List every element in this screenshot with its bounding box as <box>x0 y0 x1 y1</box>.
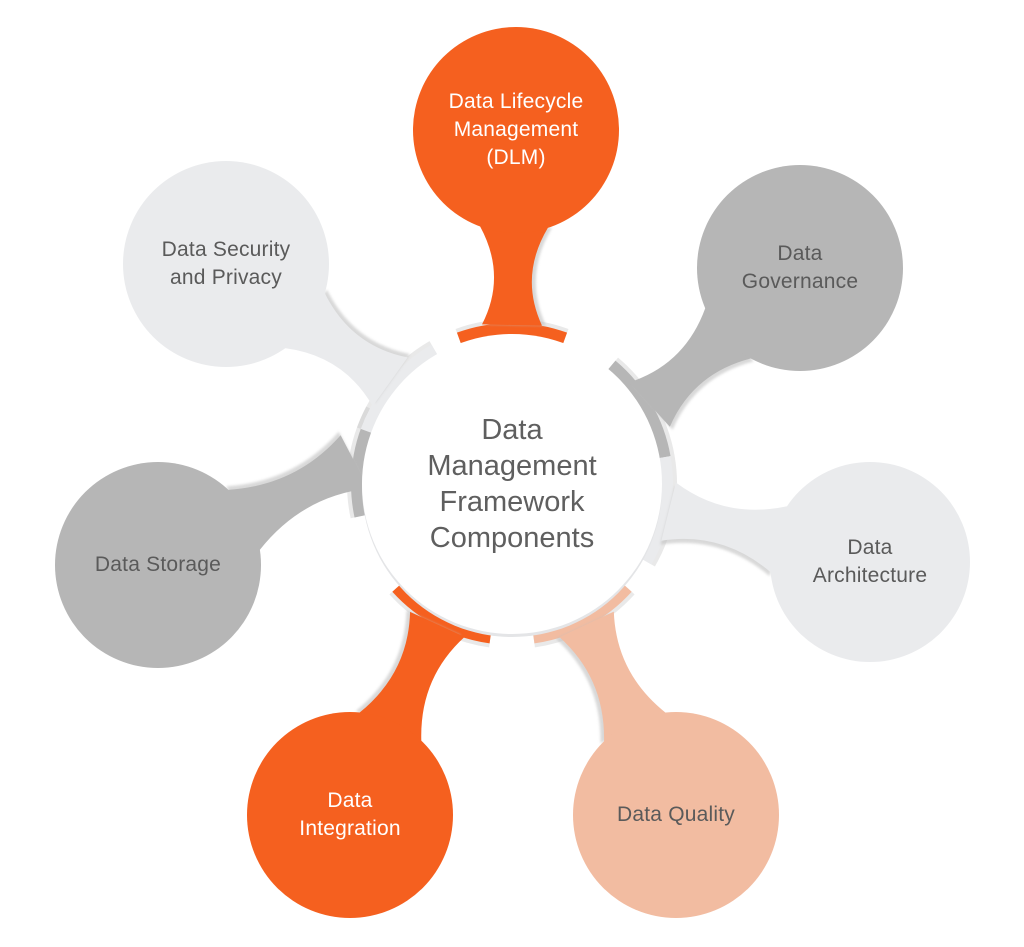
node-label-storage: Data Storage <box>63 505 253 625</box>
node-circle-architecture <box>770 462 970 662</box>
connector-integration <box>359 611 465 741</box>
node-circle-dlm <box>413 27 619 233</box>
node-label-line: Data Storage <box>94 553 222 577</box>
center-label-line-3: Framework <box>439 486 585 518</box>
node-circle-governance <box>697 165 903 371</box>
connectors <box>226 226 788 744</box>
node-label-line: Data <box>847 536 893 560</box>
center-label-line-2: Management <box>427 449 597 482</box>
center-circle <box>362 334 662 634</box>
node-circle-quality <box>573 712 779 918</box>
node-label-line: Data Security <box>161 238 291 262</box>
node-label-line: Architecture <box>812 564 928 587</box>
node-label-security: Data Security and Privacy <box>131 204 321 324</box>
node-label-line: Integration <box>299 817 401 840</box>
connector-storage <box>228 435 369 551</box>
center-label: Data Management Framework Components <box>382 404 642 564</box>
connector-quality <box>559 611 666 742</box>
node-label-line: Governance <box>741 270 859 293</box>
node-label-line: Management <box>453 118 579 142</box>
connector-architecture <box>661 482 788 573</box>
node-label-line: and Privacy <box>170 266 282 289</box>
connector-dlm <box>480 226 549 326</box>
node-label-line: Data Quality <box>617 803 735 827</box>
node-circle-integration <box>247 712 453 918</box>
center-label-line-4: Components <box>429 522 595 555</box>
node-label-line: Data <box>777 242 823 266</box>
node-label-line: (DLM) <box>486 145 546 169</box>
center-label-line-1: Data <box>481 413 543 446</box>
node-label-line: Data Lifecycle <box>448 90 584 114</box>
connector-governance <box>629 308 752 427</box>
component-circles <box>55 27 970 918</box>
node-label-quality: Data Quality <box>581 755 771 875</box>
node-circle-storage <box>55 462 261 668</box>
node-circle-security <box>123 161 329 367</box>
node-label-line: Data <box>327 789 373 813</box>
connector-security <box>284 292 408 407</box>
